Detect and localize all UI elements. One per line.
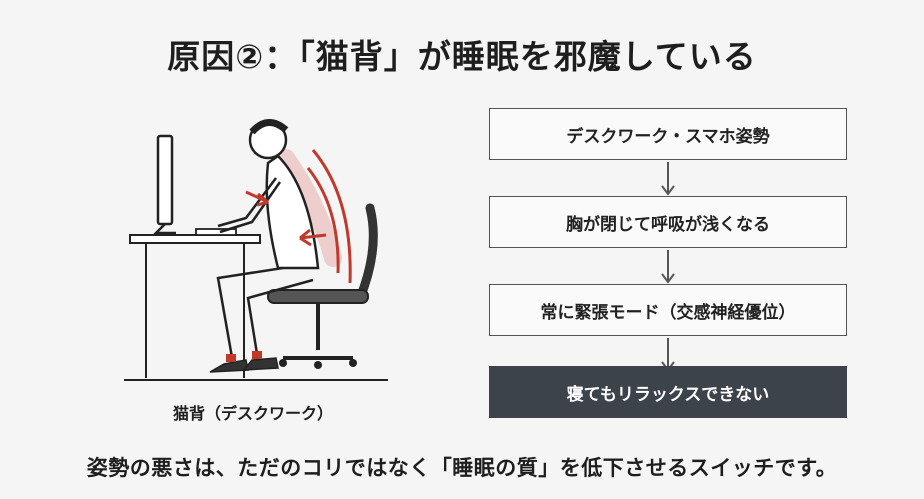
chair-back-icon xyxy=(355,203,378,303)
back-compression-arrow xyxy=(299,233,327,240)
down-arrow-icon xyxy=(661,162,675,196)
slouching-desk-illustration xyxy=(118,108,408,398)
down-arrow-icon xyxy=(661,250,675,284)
flow-step-2: 胸が閉じて呼吸が浅くなる xyxy=(489,196,847,248)
flow-step-3: 常に緊張モード（交感神経優位） xyxy=(489,284,847,336)
person-legs-icon xyxy=(216,266,284,364)
flow-step-1: デスクワーク・スマホ姿勢 xyxy=(489,108,847,160)
hunched-posture-icon xyxy=(124,119,388,381)
page-title: 原因②：「猫背」が睡眠を邪魔している xyxy=(167,37,757,76)
cause-flowchart: デスクワーク・スマホ姿勢 胸が閉じて呼吸が浅くなる 常に緊張モード（交感神経優位… xyxy=(489,108,849,420)
figure-caption: 猫背（デスクワーク） xyxy=(172,404,333,423)
curved-spine-highlight xyxy=(277,149,342,267)
monitor-icon xyxy=(156,134,174,226)
keyboard-icon xyxy=(195,228,237,236)
flow-step-4-result: 寝てもリラックスできない xyxy=(489,366,847,418)
summary-footer: 姿勢の悪さは、ただのコリではなく「睡眠の質」を低下させるスイッチです。 xyxy=(86,456,838,480)
chair-seat-icon xyxy=(267,289,369,304)
back-curve-arrow-outer xyxy=(311,149,352,284)
back-curve-arrow-inner xyxy=(306,167,340,274)
desk-icon xyxy=(129,234,261,244)
